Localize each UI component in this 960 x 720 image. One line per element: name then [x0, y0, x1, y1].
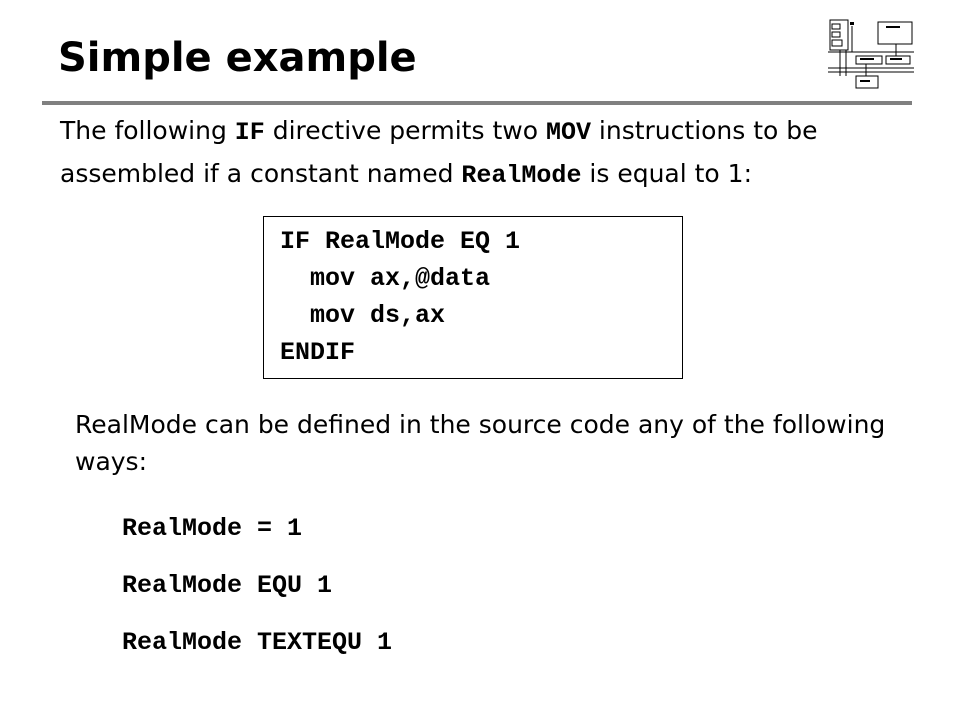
slide-title: Simple example [58, 35, 417, 81]
definitions-list: RealMode = 1 RealMode EQU 1 RealMode TEX… [122, 500, 392, 671]
definition-item: RealMode = 1 [122, 514, 303, 543]
intro-text-3: instructions to be assembled if a consta… [60, 116, 818, 188]
intro-text-2: directive permits two [264, 116, 546, 145]
if-keyword: IF [234, 118, 265, 147]
intro-text-4: is equal to 1: [581, 159, 752, 188]
realmode-keyword: RealMode [461, 161, 582, 190]
intro-text-1: The following [60, 116, 235, 145]
code-block: IF RealMode EQ 1 mov ax,@data mov ds,ax … [263, 216, 683, 379]
mov-keyword: MOV [545, 118, 591, 147]
code-line: mov ax,@data [280, 264, 491, 293]
definition-item: RealMode TEXTEQU 1 [122, 628, 393, 657]
code-line: ENDIF [280, 338, 356, 367]
title-divider [42, 101, 912, 105]
code-line: mov ds,ax [280, 301, 446, 330]
intro-paragraph: The following IF directive permits two M… [60, 110, 890, 196]
explanation-paragraph: RealMode can be defined in the source co… [75, 410, 886, 476]
architecture-diagram-icon [826, 16, 916, 92]
definition-item: RealMode EQU 1 [122, 571, 333, 600]
code-line: IF RealMode EQ 1 [280, 227, 521, 256]
